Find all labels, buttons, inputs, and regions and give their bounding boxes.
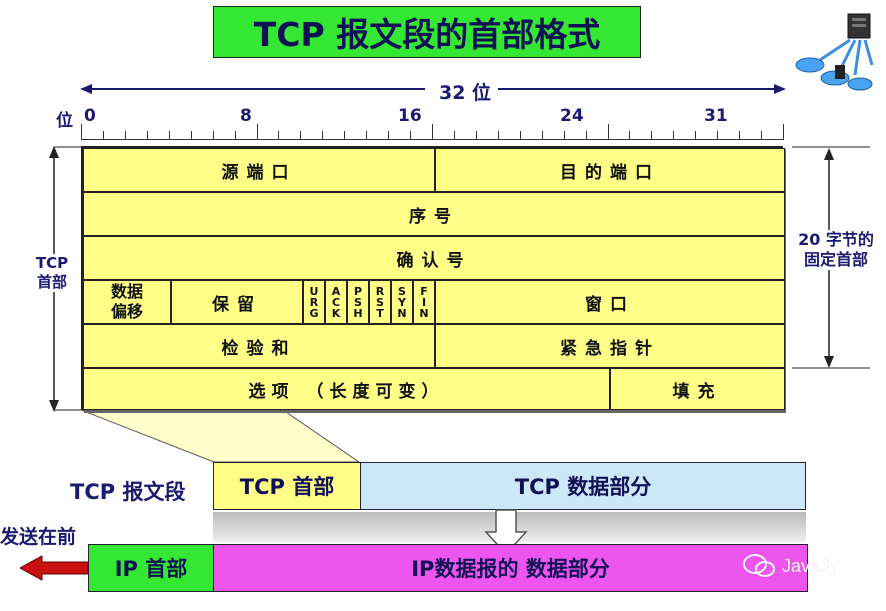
bit-ruler-tick (125, 131, 126, 140)
row-seq: 序号 (83, 192, 785, 236)
bit-ruler-tick (783, 124, 784, 140)
page-title: TCP 报文段的首部格式 (213, 6, 641, 58)
bit-ruler-tick (366, 131, 367, 140)
bit-ruler-tick (81, 124, 82, 140)
zoom-projection (81, 410, 360, 462)
bit-ruler-tick (322, 131, 323, 140)
send-first-label: 发送在前 (0, 526, 77, 548)
bit-tick-0: 0 (84, 106, 96, 126)
bit-ruler-tick (673, 131, 674, 140)
segment-data: TCP 数据部分 (360, 462, 806, 510)
bit-ruler-tick (542, 131, 543, 140)
bit-ruler-tick (761, 131, 762, 140)
watermark: Java3y (742, 553, 839, 579)
bit-ruler-tick (213, 131, 214, 140)
row-checksum: 检验和 紧急指针 (83, 324, 785, 368)
bit-ruler-tick (608, 124, 609, 140)
ip-header: IP 首部 (88, 544, 214, 592)
ip-data: IP数据报的 数据部分 (213, 544, 808, 592)
padding-field: 填充 (610, 368, 785, 410)
bit-ruler-tick (191, 131, 192, 140)
row-options: 选项 （长度可变） 填充 (83, 368, 785, 410)
bit-ruler-tick (739, 131, 740, 140)
bit-ruler-tick (586, 131, 587, 140)
bit-ruler-tick (454, 131, 455, 140)
bit-ruler (81, 124, 785, 140)
bit-ruler-tick (388, 131, 389, 140)
bit-ruler-tick (410, 131, 411, 140)
down-arrow-icon (484, 509, 528, 556)
options-field: 选项 （长度可变） (83, 368, 610, 410)
bit-ruler-tick (564, 131, 565, 140)
bit-tick-8: 8 (240, 106, 252, 126)
bit-ruler-tick (498, 131, 499, 140)
left-arrow-icon (20, 555, 89, 581)
bit-ruler-tick (476, 131, 477, 140)
right-bracket-label: 20 字节的 固定首部 (786, 230, 886, 270)
width-label: 32 位 (438, 82, 492, 104)
bit-ruler-tick (103, 131, 104, 140)
data-offset-field: 数据 偏移 (83, 280, 171, 324)
bit-ruler-tick (344, 131, 345, 140)
bit-ruler-tick (520, 131, 521, 140)
urgent-pointer-field: 紧急指针 (435, 324, 785, 368)
row-ack: 确认号 (83, 236, 785, 280)
checksum-field: 检验和 (83, 324, 435, 368)
bit-ruler-tick (432, 124, 433, 140)
bit-tick-24: 24 (560, 106, 584, 126)
network-icon (795, 13, 874, 91)
segment-label: TCP 报文段 (70, 480, 186, 504)
bit-tick-31: 31 (704, 106, 728, 126)
bit-ruler-tick (651, 131, 652, 140)
window-field: 窗口 (435, 280, 785, 324)
bit-axis-label: 位 (56, 111, 73, 131)
segment-header: TCP 首部 (213, 462, 361, 510)
reserved-field: 保留 (171, 280, 303, 324)
seq-field: 序号 (83, 192, 785, 236)
bit-ruler-tick (235, 131, 236, 140)
bit-ruler-tick (717, 131, 718, 140)
bit-ruler-tick (169, 131, 170, 140)
bit-ruler-tick (695, 131, 696, 140)
bit-ruler-tick (257, 124, 258, 140)
source-port-field: 源端口 (83, 148, 435, 192)
ack-field: 确认号 (83, 236, 785, 280)
bit-ruler-tick (278, 131, 279, 140)
row-ports: 源端口 目的端口 (83, 148, 785, 192)
wechat-icon (743, 554, 775, 577)
bit-ruler-tick (629, 131, 630, 140)
dest-port-field: 目的端口 (435, 148, 785, 192)
bit-ruler-tick (300, 131, 301, 140)
bit-tick-16: 16 (398, 106, 422, 126)
bit-ruler-tick (147, 131, 148, 140)
left-bracket-label: TCP 首部 (30, 254, 74, 292)
width-arrow (80, 84, 786, 94)
